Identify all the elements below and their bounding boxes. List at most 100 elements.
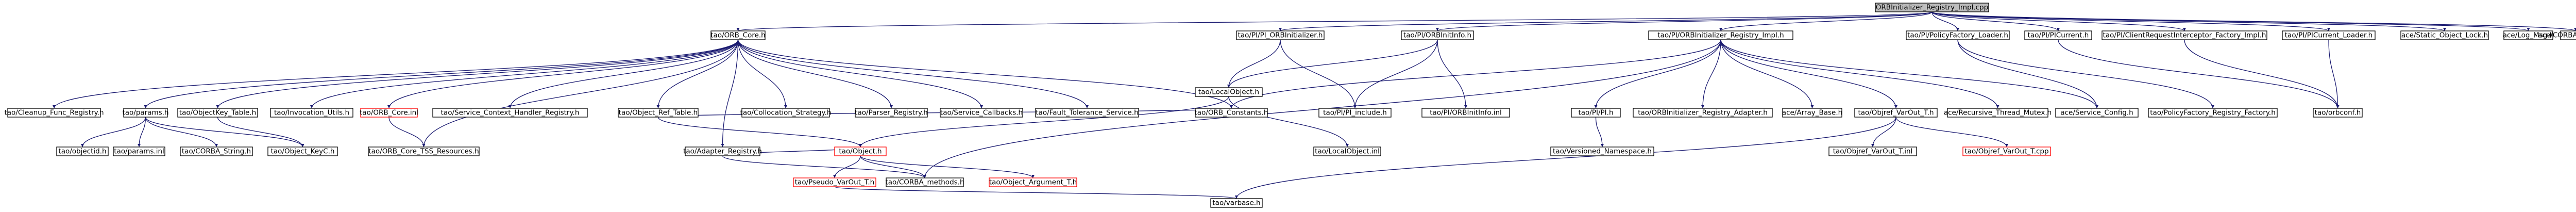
node-policy_reg_h[interactable]: tao/PolicyFactory_Registry_Factory.h xyxy=(2148,108,2278,118)
node-svc_config_h[interactable]: ace/Service_Config.h xyxy=(2055,108,2139,118)
node-params_inl[interactable]: tao/params.inl xyxy=(113,146,165,156)
dependency-edge xyxy=(145,117,217,148)
node-box xyxy=(793,177,876,187)
node-label: tao/CORBA_methods.h xyxy=(885,178,964,187)
node-fault_tol_h[interactable]: tao/Fault_Tolerance_Service.h xyxy=(1035,108,1139,118)
dependency-edge xyxy=(1720,39,2097,109)
node-label: ace/Static_Object_Lock.h xyxy=(2401,31,2488,40)
node-objvar_inl[interactable]: tao/Objref_VarOut_T.inl xyxy=(1828,146,1917,156)
dependency-edge xyxy=(1595,117,1603,148)
edge-arrowhead xyxy=(387,105,391,108)
node-corba_string_h[interactable]: tao/CORBA_String.h xyxy=(180,146,253,156)
dependency-edge xyxy=(1720,11,1933,31)
node-cleanup_h[interactable]: tao/Cleanup_Func_Registry.h xyxy=(4,108,104,118)
node-box xyxy=(1401,30,1474,40)
node-orb_constants_h[interactable]: tao/ORB_Constants.h xyxy=(1195,108,1268,118)
edge-arrowhead xyxy=(1227,85,1230,88)
dependency-edge xyxy=(1437,11,1933,31)
dependency-edge xyxy=(1280,11,1933,31)
edge-arrowhead xyxy=(53,105,56,108)
node-pi_h[interactable]: tao/PI/PI.h xyxy=(1571,108,1621,118)
node-label: tao/Objref_VarOut_T.cpp xyxy=(1964,148,2048,156)
node-label: tao/Object_Argument_T.h xyxy=(989,178,1077,187)
edge-arrowhead xyxy=(656,105,660,108)
edge-arrowhead xyxy=(2211,105,2214,108)
node-label: tao/PI/ORBInitInfo.h xyxy=(1403,31,1471,40)
node-pireg_impl_h[interactable]: tao/PI/ORBInitializer_Registry_Impl.h xyxy=(1648,30,1793,40)
node-objvar_h[interactable]: tao/Objref_VarOut_T.h xyxy=(1854,108,1938,118)
node-objkey_table_h[interactable]: tao/ObjectKey_Table.h xyxy=(177,108,258,118)
node-label: tao/PI/PICurrent_Loader.h xyxy=(2285,31,2372,40)
node-svc_callbacks_h[interactable]: tao/Service_Callbacks.h xyxy=(940,108,1023,118)
node-pi_orbinfo_inl[interactable]: tao/PI/ORBInitInfo.inl xyxy=(1421,108,1510,118)
edge-arrowhead xyxy=(1230,105,1233,108)
edge-arrowhead xyxy=(1894,105,1897,108)
node-orb_core_h[interactable]: tao/ORB_Core.h xyxy=(710,30,766,40)
node-pseudo_var_h[interactable]: tao/Pseudo_VarOut_T.h xyxy=(793,177,876,187)
node-piorbinit_h[interactable]: tao/PI/PI_ORBInitializer.h xyxy=(1236,30,1325,40)
edge-arrowhead xyxy=(1719,28,1722,31)
node-box xyxy=(989,177,1077,187)
node-object_arg_h[interactable]: tao/Object_Argument_T.h xyxy=(989,177,1077,187)
node-static_lock_h[interactable]: ace/Static_Object_Lock.h xyxy=(2400,30,2489,40)
node-orb_core_inl[interactable]: tao/ORB_Core.inl xyxy=(360,108,418,118)
node-label: ORBInitializer_Registry_Impl.cpp xyxy=(1876,4,1988,12)
node-objvar_cpp[interactable]: tao/Objref_VarOut_T.cpp xyxy=(1962,146,2051,156)
edge-arrowhead xyxy=(1956,28,1959,31)
node-objkey_h[interactable]: tao/Object_KeyC.h xyxy=(267,146,338,156)
node-varbase_h[interactable]: tao/varbase.h xyxy=(1210,198,1263,208)
node-collocation_h[interactable]: tao/Collocation_Strategy.h xyxy=(740,108,832,118)
dependency-edge xyxy=(54,39,739,109)
edge-arrowhead xyxy=(2527,28,2530,31)
node-localobj_inl[interactable]: tao/LocalObject.inl xyxy=(1313,146,1381,156)
node-piorbinit_fwd[interactable]: tao/PI/PI_include.h xyxy=(1318,108,1392,118)
edge-arrowhead xyxy=(1464,105,1467,108)
dependency-edge xyxy=(1720,39,1998,109)
node-scx_h[interactable]: tao/Service_Context_Handler_Registry.h xyxy=(432,108,588,118)
node-root[interactable]: ORBInitializer_Registry_Impl.cpp xyxy=(1875,3,1989,12)
node-box xyxy=(177,108,258,118)
node-piorbinfo_h[interactable]: tao/PI/ORBInitInfo.h xyxy=(1401,30,1474,40)
node-adapter_reg_h[interactable]: tao/Adapter_Registry.h xyxy=(683,146,762,156)
node-label: tao/PolicyFactory_Registry_Factory.h xyxy=(2150,109,2276,117)
node-label: tao/params.inl xyxy=(114,148,164,156)
node-localobj_h[interactable]: tao/LocalObject.h xyxy=(1195,87,1263,97)
node-label: tao/ORBInitializer_Registry_Adapter.h xyxy=(1638,109,1768,117)
dependency-edge xyxy=(737,39,1232,109)
node-picurrent_loader_h[interactable]: tao/PI/PICurrent_Loader.h xyxy=(2282,30,2376,40)
node-box xyxy=(1782,108,1842,118)
node-label: tao/Service_Context_Handler_Registry.h xyxy=(441,109,580,117)
dependency-edge xyxy=(657,39,739,109)
dependency-edge xyxy=(423,39,739,148)
node-parser_reg_h[interactable]: tao/Parser_Registry.h xyxy=(855,108,928,118)
node-orbconf_h[interactable]: tao/orbconf.h xyxy=(2313,108,2363,118)
edge-arrowhead xyxy=(215,144,218,147)
edge-arrowhead xyxy=(1871,144,1874,147)
node-versioned_ns_h[interactable]: tao/Versioned_Namespace.h xyxy=(1550,146,1654,156)
node-object_h[interactable]: tao/Object.h xyxy=(834,146,887,156)
node-box xyxy=(1906,30,2010,40)
node-invoc_utils_h[interactable]: tao/Invocation_Utils.h xyxy=(270,108,353,118)
node-box xyxy=(2055,108,2139,118)
node-pi_client_impl_h[interactable]: tao/PI/ClientRequestInterceptor_Factory_… xyxy=(2102,30,2267,40)
node-array_base_h[interactable]: ace/Array_Base.h xyxy=(1782,108,1842,118)
node-corba_methods_h[interactable]: tao/CORBA_methods.h xyxy=(885,177,964,187)
node-tss_res_h[interactable]: tao/ORB_Core_TSS_Resources.h xyxy=(368,146,480,156)
edge-arrowhead xyxy=(859,144,862,147)
node-label: ace/Recursive_Thread_Mutex.h xyxy=(1944,109,2052,117)
node-corba_macros_h[interactable]: ace/CORBA_macros.h xyxy=(2538,30,2576,40)
node-objref_table_h[interactable]: tao/Object_Ref_Table.h xyxy=(618,108,699,118)
node-pipolicy_loader_h[interactable]: tao/PI/PolicyFactory_Loader.h xyxy=(1906,30,2010,40)
node-recursive_mutex_h[interactable]: ace/Recursive_Thread_Mutex.h xyxy=(1944,108,2052,118)
dependency-edge xyxy=(145,117,303,148)
dependency-edge xyxy=(860,155,925,178)
node-label: tao/params.h xyxy=(122,109,168,117)
node-label: tao/PI/ORBInitInfo.inl xyxy=(1430,109,1502,117)
node-pseudo_h[interactable]: tao/params.h xyxy=(122,108,169,118)
node-picurrent_h[interactable]: tao/PI/PICurrent.h xyxy=(2024,30,2092,40)
dependency-edge xyxy=(82,117,146,148)
node-label: ace/CORBA_macros.h xyxy=(2538,31,2576,40)
node-objectid_h[interactable]: tao/objectid.h xyxy=(56,146,109,156)
node-log_msg_h[interactable]: ace/Log_Msg.h xyxy=(2503,30,2554,40)
node-adapter_h[interactable]: tao/ORBInitializer_Registry_Adapter.h xyxy=(1633,108,1773,118)
